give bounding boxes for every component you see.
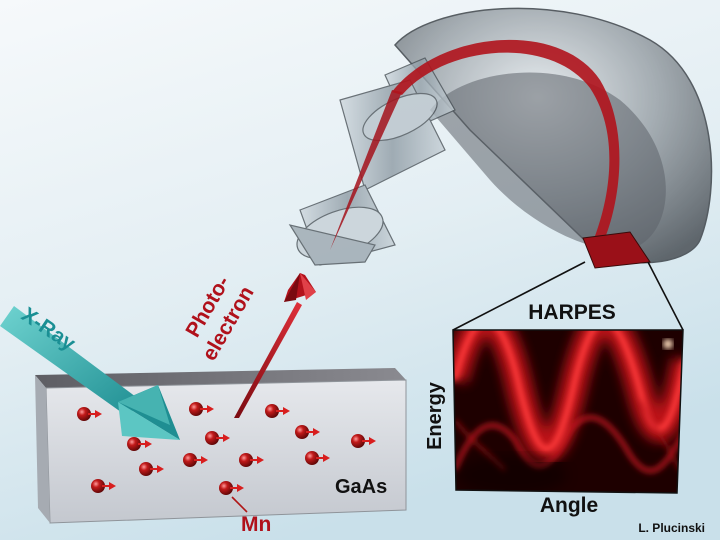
angle-axis-label: Angle [540, 494, 598, 517]
spin-arrow-icon [316, 454, 330, 462]
mn-atom-icon [239, 453, 264, 467]
spin-arrow-icon [200, 405, 214, 413]
credit-label: L. Plucinski [638, 521, 705, 535]
harpes-hotspot [663, 339, 673, 349]
spin-arrow-icon [306, 428, 320, 436]
spin-arrow-icon [250, 456, 264, 464]
harpes-panel [452, 329, 684, 494]
mn-atom-icon [139, 462, 164, 476]
mn-atoms [77, 402, 376, 495]
crystal-top-face [35, 368, 406, 388]
mn-atom-icon [91, 479, 116, 493]
crystal-left-face [35, 375, 50, 523]
mn-atom-icon [305, 451, 330, 465]
energy-axis-label: Energy [424, 381, 446, 450]
gaas-label: GaAs [335, 476, 387, 498]
spin-arrow-icon [194, 456, 208, 464]
photoelectron-arrow [234, 273, 316, 418]
mn-atom-icon [189, 402, 214, 416]
spin-arrow-icon [216, 434, 230, 442]
detector [582, 231, 651, 269]
mn-atom-icon [295, 425, 320, 439]
mn-pointer-line [231, 496, 248, 513]
mn-atom-icon [77, 407, 102, 421]
spin-arrow-icon [362, 437, 376, 445]
spin-arrow-icon [230, 484, 244, 492]
spin-arrow-icon [138, 440, 152, 448]
xray-arrow [0, 306, 180, 440]
spin-arrow-icon [88, 410, 102, 418]
mn-atom-icon [205, 431, 230, 445]
mn-atom-icon [351, 434, 376, 448]
harpes-title: HARPES [528, 301, 616, 324]
mn-atom-icon [219, 481, 244, 495]
electron-trajectory-in-lens [330, 90, 402, 250]
mn-atom-icon [183, 453, 208, 467]
spin-arrow-icon [150, 465, 164, 473]
mn-atom-icon [127, 437, 152, 451]
spin-arrow-icon [102, 482, 116, 490]
projection-line-left [452, 261, 586, 331]
mn-label: Mn [241, 513, 271, 536]
electron-analyzer [288, 7, 713, 269]
gaas-crystal [35, 368, 407, 524]
crystal-front-face [45, 379, 407, 524]
spin-arrow-icon [276, 407, 290, 415]
mn-atom-icon [265, 404, 290, 418]
harpes-band-lower [453, 415, 683, 474]
projection-line-right [647, 261, 684, 331]
